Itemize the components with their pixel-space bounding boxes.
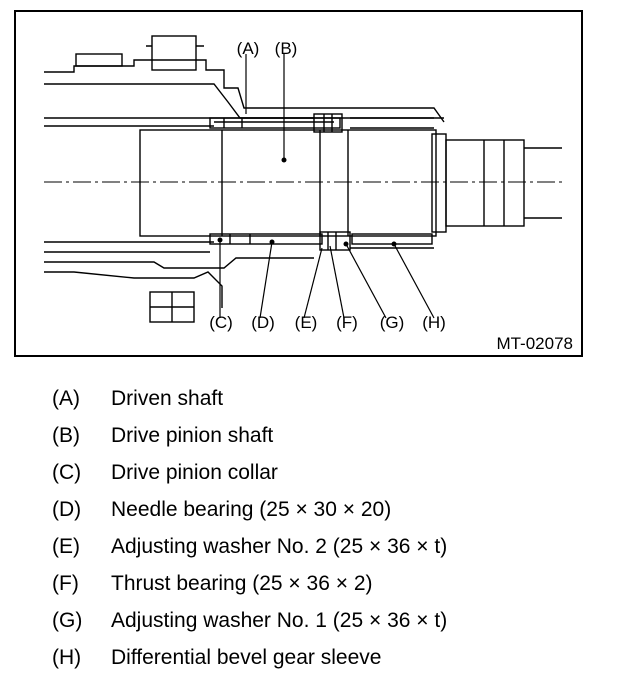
leader-dots [217, 157, 397, 247]
legend-text: Drive pinion shaft [111, 424, 274, 447]
legend-item-b: (B) Drive pinion shaft [0, 417, 624, 454]
legend-text: Thrust bearing (25 × 36 × 2) [111, 572, 373, 595]
legend-key: (D) [52, 498, 82, 521]
callout-b: (B) [275, 39, 298, 58]
legend-item-h: (H) Differential bevel gear sleeve [0, 639, 624, 676]
legend-key: (G) [52, 609, 83, 632]
legend-key: (A) [52, 387, 80, 410]
legend-text: Drive pinion collar [111, 461, 278, 484]
assembly-linework [44, 35, 562, 323]
legend-key: (H) [52, 646, 82, 669]
legend-key: (B) [52, 424, 80, 447]
figure-id: MT-02078 [496, 334, 573, 353]
callout-e: (E) [295, 313, 318, 332]
legend-key: (E) [52, 535, 80, 558]
legend-text: Driven shaft [111, 387, 224, 410]
legend-item-c: (C) Drive pinion collar [0, 454, 624, 491]
callout-c: (C) [209, 313, 233, 332]
legend-text: Adjusting washer No. 1 (25 × 36 × t) [111, 609, 448, 632]
legend-item-f: (F) Thrust bearing (25 × 36 × 2) [0, 565, 624, 602]
legend-key: (F) [52, 572, 79, 595]
callout-g: (G) [380, 313, 405, 332]
legend-text: Adjusting washer No. 2 (25 × 36 × t) [111, 535, 448, 558]
legend-text: Needle bearing (25 × 30 × 20) [111, 498, 392, 521]
figure-frame [14, 10, 583, 357]
legend-item-a: (A) Driven shaft [0, 380, 624, 417]
callout-d: (D) [251, 313, 275, 332]
legend-key: (C) [52, 461, 82, 484]
legend-text: Differential bevel gear sleeve [111, 646, 382, 669]
callout-f: (F) [336, 313, 358, 332]
legend-item-e: (E) Adjusting washer No. 2 (25 × 36 × t) [0, 528, 624, 565]
leader-lines [219, 54, 435, 319]
callout-a: (A) [237, 39, 260, 58]
legend-item-g: (G) Adjusting washer No. 1 (25 × 36 × t) [0, 602, 624, 639]
diagram-figure: (A) (B) (C) (D) (E) (F) (G) (H) MT-02078 [14, 10, 583, 357]
drive-pinion-assembly-drawing: (A) (B) (C) (D) (E) (F) (G) (H) MT-02078 [14, 10, 583, 357]
callout-h: (H) [422, 313, 446, 332]
legend-item-d: (D) Needle bearing (25 × 30 × 20) [0, 491, 624, 528]
